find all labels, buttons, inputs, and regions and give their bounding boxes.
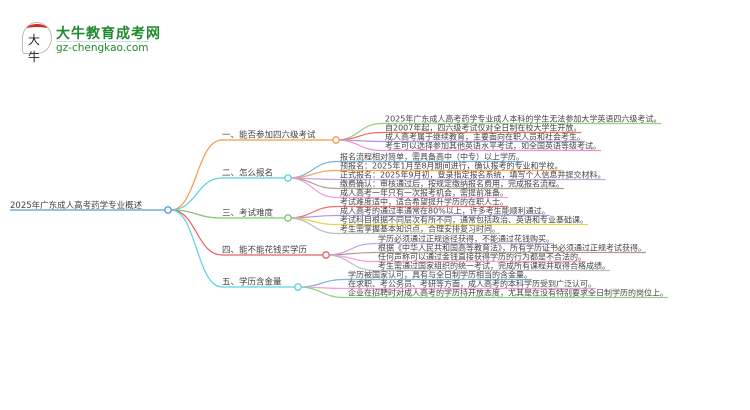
- leaf-node[interactable]: 成人高考一年只有一次报考机会，需提前准备。: [340, 188, 508, 198]
- branch-collapse-toggle[interactable]: [284, 174, 292, 182]
- leaf-node[interactable]: 在求职、考公务员、考研等方面，成人高考的本科学历受到广泛认可。: [348, 279, 596, 289]
- branch-collapse-toggle[interactable]: [294, 283, 302, 291]
- leaf-node[interactable]: 预报名：2025年1月至8月期间进行，确认报考的专业和学校。: [340, 161, 563, 171]
- root-to-branch-connector: [170, 209, 223, 256]
- root-to-branch-connector: [170, 209, 223, 288]
- leaf-node[interactable]: 成人高考属于继续教育，主要面向在职人员和社会考生。: [385, 132, 585, 142]
- leaf-node[interactable]: 考试科目根据不同层次有所不同，通常包括政治、英语和专业基础课。: [340, 215, 588, 225]
- site-logo[interactable]: 大牛 大牛教育成考网 gz-chengkao.com: [22, 22, 162, 64]
- logo-name: 大牛教育成考网: [56, 26, 161, 42]
- leaf-node[interactable]: 考试难度适中，适合希望提升学历的在职人士。: [340, 197, 508, 207]
- root-collapse-toggle[interactable]: [164, 206, 172, 214]
- branch-to-leaf-connector: [287, 177, 338, 199]
- branch-to-leaf-connector: [325, 251, 376, 256]
- leaf-node[interactable]: 自2007年起，四六级考试仅对全日制在校大学生开放。: [385, 123, 581, 133]
- branch-to-leaf-connector: [287, 217, 338, 235]
- branch-to-leaf-connector: [297, 278, 346, 288]
- branch-to-leaf-connector: [287, 160, 338, 179]
- leaf-node[interactable]: 企业在招聘时对成人高考的学历持开放态度，尤其是在没有特别要求全日制学历的岗位上。: [348, 288, 668, 298]
- branch-to-leaf-connector: [297, 286, 346, 299]
- branch-collapse-toggle[interactable]: [332, 136, 340, 144]
- branch-node[interactable]: 三、考试难度: [222, 208, 274, 219]
- branch-to-leaf-connector: [335, 139, 383, 152]
- branch-node[interactable]: 一、能否参加四六级考试: [222, 130, 316, 141]
- leaf-node[interactable]: 根据《中华人民共和国高等教育法》，所有学历证书必须通过正规考试获得。: [378, 243, 646, 253]
- logo-mark-icon: 大牛: [22, 22, 52, 64]
- branch-node[interactable]: 四、能不能花钱买学历: [222, 245, 308, 256]
- leaf-node[interactable]: 成人高考的通过率通常在80%以上，许多考生能顺利通过。: [340, 206, 550, 216]
- leaf-node[interactable]: 缴费确认：审核通过后，按规定缴纳报名费用，完成报名流程。: [340, 179, 564, 189]
- branch-collapse-toggle[interactable]: [284, 214, 292, 222]
- leaf-node[interactable]: 2025年广东成人高考药学专业成人本科的学生无法参加大学英语四六级考试。: [385, 114, 661, 124]
- branch-node[interactable]: 二、怎么报名: [222, 168, 273, 179]
- branch-to-leaf-connector: [287, 214, 338, 219]
- leaf-node[interactable]: 正式报名：2025年9月初，登录指定报名系统，填写个人信息并提交材料。: [340, 170, 605, 180]
- logo-url: gz-chengkao.com: [56, 41, 149, 54]
- leaf-node[interactable]: 考生需通过国家组织的统一考试，完成所有课程并取得合格成绩。: [378, 261, 610, 271]
- leaf-node[interactable]: 学历被国家认可，具有与全日制学历相当的含金量。: [348, 270, 532, 280]
- leaf-node[interactable]: 报名流程相对简单，需具备高中（中专）以上学历。: [340, 152, 524, 162]
- leaf-node[interactable]: 任何声称可以通过金钱直接获得学历的行为都是不合法的。: [378, 252, 586, 262]
- root-to-branch-connector: [170, 139, 223, 211]
- leaf-node[interactable]: 考生可以选择参加其他英语水平考试，如全国英语等级考试。: [385, 141, 601, 151]
- branch-collapse-toggle[interactable]: [322, 251, 330, 259]
- root-node[interactable]: 2025年广东成人高考药学专业概述: [10, 200, 143, 211]
- leaf-node[interactable]: 考生需掌握基本知识点，合理安排复习时间。: [340, 224, 500, 234]
- root-to-branch-connector: [170, 177, 223, 211]
- branch-node[interactable]: 五、学历含金量: [222, 277, 282, 288]
- leaf-node[interactable]: 学历必须通过正规途径获得，不能通过花钱购买。: [378, 234, 554, 244]
- branch-to-leaf-connector: [325, 254, 376, 272]
- branch-to-leaf-connector: [335, 122, 383, 141]
